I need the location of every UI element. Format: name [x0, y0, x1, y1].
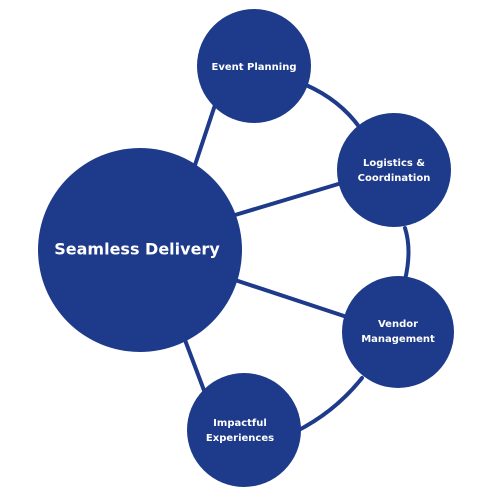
vendor-label-line-2: Management [361, 334, 435, 345]
node-logistics: Logistics & Coordination [337, 113, 451, 227]
vendor-circle [342, 276, 454, 388]
hub-node: Seamless Delivery [38, 148, 242, 352]
connector-hub-vendor [233, 278, 352, 320]
hub-label: Seamless Delivery [54, 240, 220, 259]
connector-vendor-impactful [293, 376, 364, 434]
logistics-circle [337, 113, 451, 227]
connector-hub-logistics [233, 180, 347, 217]
impactful-label-line-1: Impactful [213, 418, 267, 429]
logistics-label-line-1: Logistics & [363, 158, 425, 169]
impactful-circle [187, 373, 301, 487]
event-planning-label: Event Planning [212, 62, 297, 73]
satellite-connectors [293, 83, 411, 434]
impactful-label-line-2: Experiences [206, 433, 274, 444]
node-impactful: Impactful Experiences [187, 373, 301, 487]
event-planning-circle [197, 9, 311, 123]
node-vendor: Vendor Management [342, 276, 454, 388]
connector-logistics-vendor [403, 226, 411, 282]
node-event-planning: Event Planning [197, 9, 311, 123]
connector-event-planning-logistics [304, 83, 362, 130]
connector-hub-impactful [183, 338, 207, 395]
logistics-label-line-2: Coordination [358, 173, 431, 184]
vendor-label-line-1: Vendor [378, 319, 418, 330]
hub-circle [38, 148, 242, 352]
